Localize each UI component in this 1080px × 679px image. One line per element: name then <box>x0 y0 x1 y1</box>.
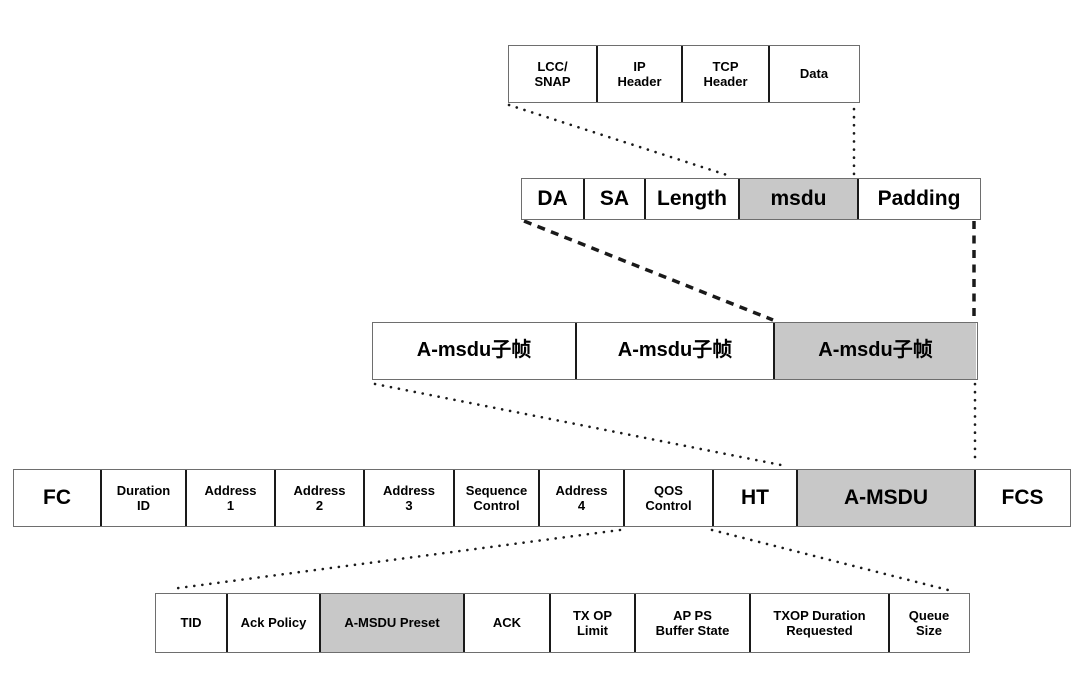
amsdu-row-cell-1: A-msdu子帧 <box>575 323 773 379</box>
mac-frame-row-cell-8: HT <box>712 470 796 526</box>
qos-control-row-cell-0: TID <box>156 594 226 652</box>
mac-frame-row-cell-1: Duration ID <box>100 470 185 526</box>
msdu-payload-row-cell-3: Data <box>768 46 858 102</box>
connector-amsdu-to-macframe-left <box>373 382 783 467</box>
amsdu-subframe-row-cell-3: msdu <box>738 179 857 219</box>
qos-control-row-cell-3: ACK <box>463 594 549 652</box>
connector-subframe-to-amsdu-left <box>523 219 774 322</box>
mac-frame-row-cell-5: Sequence Control <box>453 470 538 526</box>
amsdu-row-cell-2: A-msdu子帧 <box>773 323 976 379</box>
amsdu-row-cell-0: A-msdu子帧 <box>373 323 575 379</box>
mac-frame-row-cell-10: FCS <box>974 470 1069 526</box>
amsdu-subframe-row-cell-0: DA <box>522 179 583 219</box>
amsdu-subframe-row-cell-1: SA <box>583 179 644 219</box>
msdu-payload-row-cell-0: LCC/ SNAP <box>509 46 596 102</box>
mac-frame-row-cell-7: QOS Control <box>623 470 712 526</box>
mac-frame-row-cell-4: Address 3 <box>363 470 453 526</box>
connector-qos-expand-right <box>710 528 954 593</box>
connector-payload-to-msdu-left <box>507 103 732 178</box>
qos-control-row-cell-5: AP PS Buffer State <box>634 594 749 652</box>
amsdu-subframe-row-cell-4: Padding <box>857 179 979 219</box>
qos-control-row-cell-2: A-MSDU Preset <box>319 594 463 652</box>
amsdu-subframe-row-cell-2: Length <box>644 179 738 219</box>
qos-control-row-cell-6: TXOP Duration Requested <box>749 594 888 652</box>
qos-control-row-cell-1: Ack Policy <box>226 594 319 652</box>
connector-qos-expand-left <box>169 528 622 591</box>
qos-control-row-cell-7: Queue Size <box>888 594 968 652</box>
mac-frame-row-cell-2: Address 1 <box>185 470 274 526</box>
mac-frame-row-cell-0: FC <box>14 470 100 526</box>
msdu-payload-row-cell-2: TCP Header <box>681 46 768 102</box>
mac-frame-row-cell-6: Address 4 <box>538 470 623 526</box>
mac-frame-row-cell-3: Address 2 <box>274 470 363 526</box>
qos-control-row-cell-4: TX OP Limit <box>549 594 634 652</box>
mac-frame-row-cell-9: A-MSDU <box>796 470 974 526</box>
msdu-payload-row-cell-1: IP Header <box>596 46 681 102</box>
